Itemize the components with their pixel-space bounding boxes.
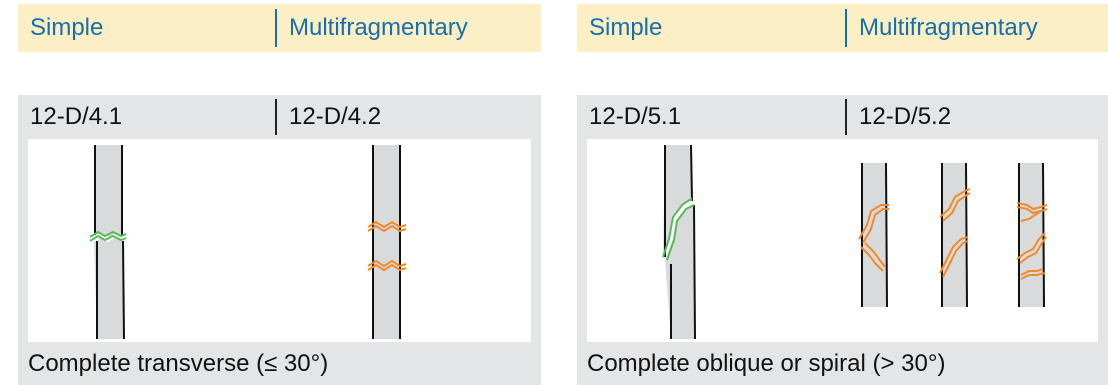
fracture-line-simple bbox=[662, 197, 692, 258]
category-header: Simple Multifragmentary bbox=[18, 4, 541, 52]
category-divider bbox=[845, 9, 847, 47]
category-header: Simple Multifragmentary bbox=[577, 4, 1108, 52]
code-12-d-5-1: 12-D/5.1 bbox=[589, 103, 682, 130]
category-multifragmentary: Multifragmentary bbox=[859, 14, 1038, 41]
code-12-d-5-2: 12-D/5.2 bbox=[859, 103, 952, 130]
illustration-oblique-spiral bbox=[577, 139, 1108, 342]
frame-left bbox=[18, 139, 28, 342]
caption-oblique-spiral: Complete oblique or spiral (> 30°) bbox=[577, 342, 1108, 385]
bone-5-2-c bbox=[1016, 162, 1048, 308]
code-divider bbox=[845, 99, 847, 135]
bone-4-2 bbox=[367, 145, 407, 339]
frame-left bbox=[577, 139, 587, 342]
panel-transverse: Simple Multifragmentary 12-D/4.1 12-D/4.… bbox=[18, 0, 541, 385]
bone-5-2-b bbox=[939, 162, 971, 308]
category-multifragmentary: Multifragmentary bbox=[289, 14, 468, 41]
code-divider bbox=[275, 99, 277, 135]
bone-4-1 bbox=[89, 145, 127, 340]
code-12-d-4-1: 12-D/4.1 bbox=[30, 103, 123, 130]
fracture-line-multi bbox=[367, 220, 407, 229]
fracture-line-multi bbox=[858, 204, 889, 240]
category-divider bbox=[275, 9, 277, 47]
fracture-line-simple bbox=[89, 230, 127, 238]
code-header: 12-D/4.1 12-D/4.2 bbox=[18, 95, 541, 139]
frame-right bbox=[531, 139, 541, 342]
bone-5-2-a bbox=[858, 162, 889, 308]
panel-oblique-spiral: Simple Multifragmentary 12-D/5.1 12-D/5.… bbox=[577, 0, 1108, 385]
category-simple: Simple bbox=[30, 14, 104, 41]
category-simple: Simple bbox=[589, 14, 663, 41]
frame-right bbox=[1098, 139, 1108, 342]
bone-5-1 bbox=[662, 144, 696, 340]
code-12-d-4-2: 12-D/4.2 bbox=[289, 103, 382, 130]
code-header: 12-D/5.1 12-D/5.2 bbox=[577, 95, 1108, 139]
illustration-transverse bbox=[18, 139, 541, 342]
caption-transverse: Complete transverse (≤ 30°) bbox=[18, 342, 541, 385]
